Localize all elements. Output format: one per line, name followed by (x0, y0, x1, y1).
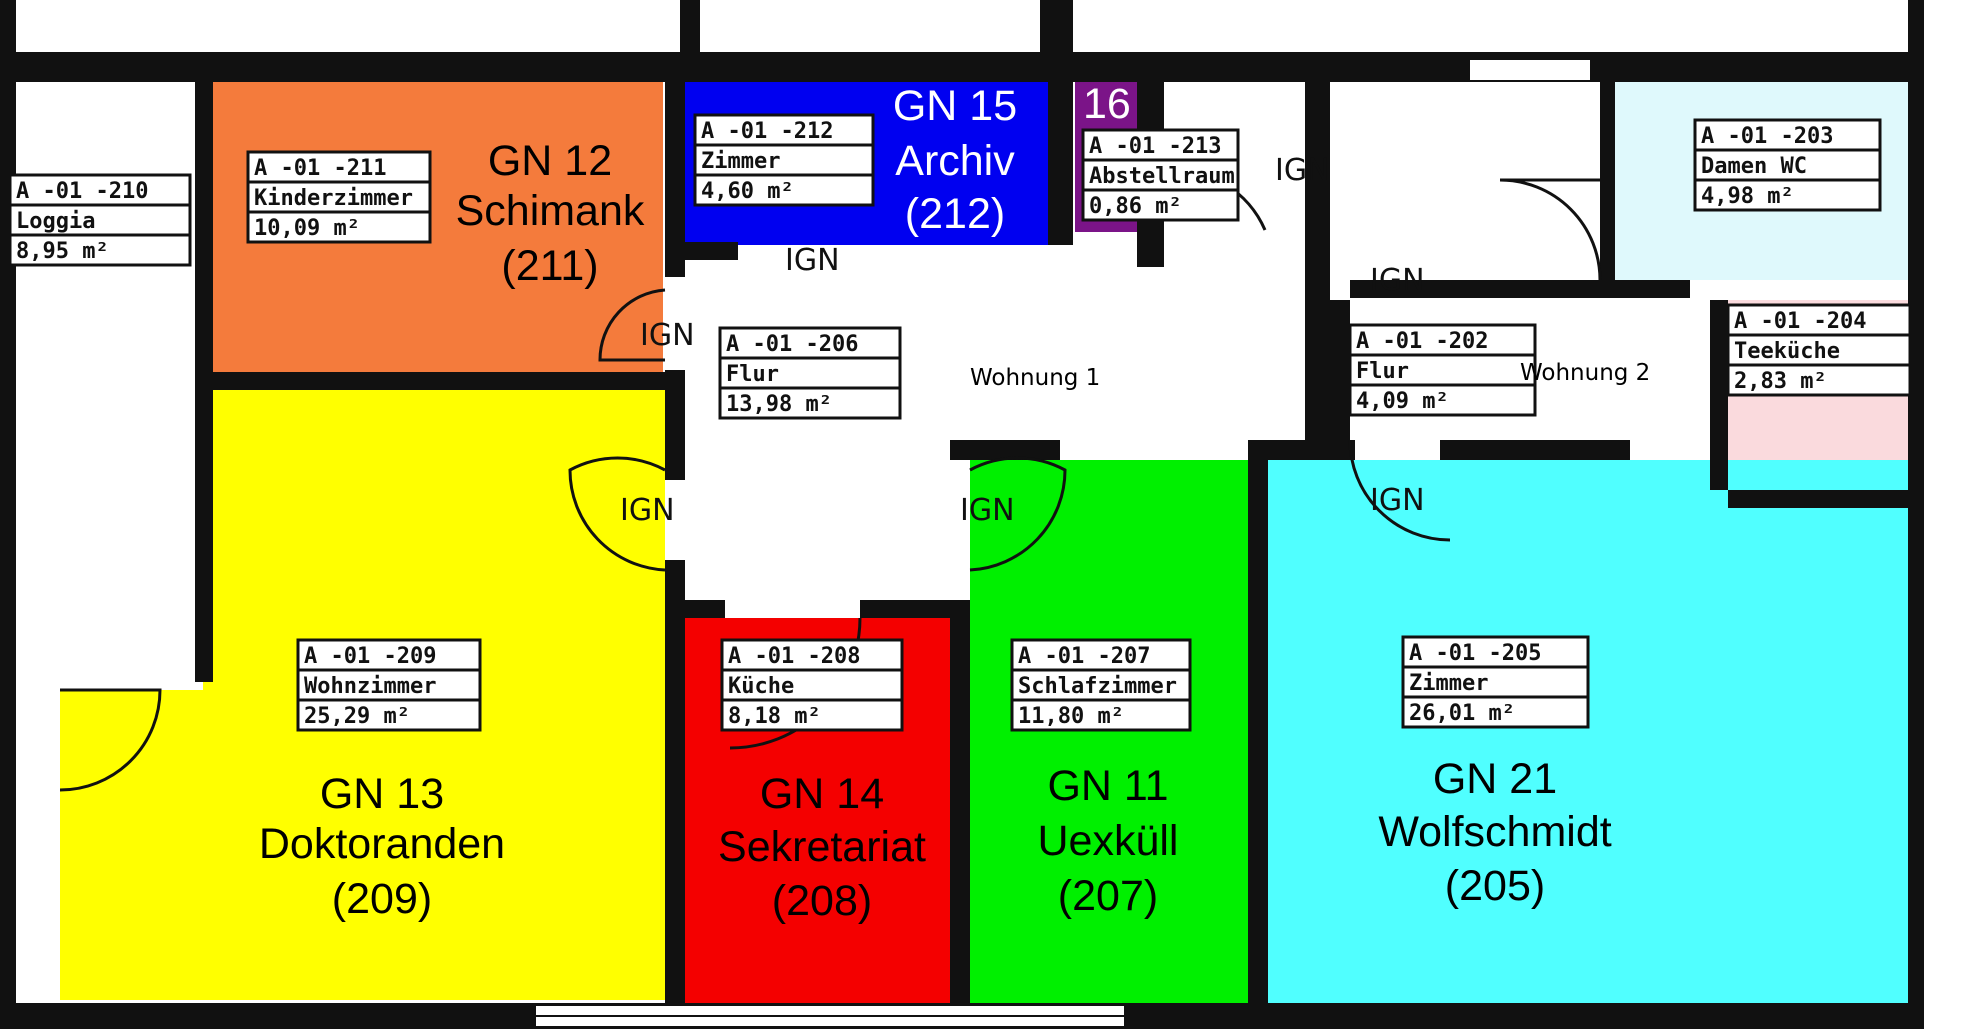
room-gn-207: GN 11 (1047, 762, 1168, 810)
apartment-label-1: Wohnung 1 (970, 365, 1100, 391)
room-number-205: (205) (1445, 862, 1545, 910)
room-tag-id: A -01 -204 (1734, 309, 1866, 334)
room-tag-id: A -01 -212 (701, 119, 833, 144)
room-tag-area: 8,18 m² (728, 704, 821, 729)
room-tag-name: Küche (728, 674, 794, 699)
room-name-205: Wolfschmidt (1378, 808, 1611, 856)
room-tag-box (1010, 638, 1192, 732)
room-tag-name: Zimmer (701, 149, 780, 174)
room-tag-id: A -01 -206 (726, 332, 858, 357)
apartment-label-2: Wohnung 2 (1520, 360, 1650, 386)
room-tag-box (1693, 118, 1882, 212)
room-number-207: (207) (1058, 872, 1158, 920)
room-tag-area: 4,60 m² (701, 179, 794, 204)
room-tag-id: A -01 -202 (1356, 329, 1488, 354)
room-tag-id: A -01 -211 (254, 156, 386, 181)
room-fill-205 (1267, 460, 1910, 1003)
room-tag-box (246, 150, 432, 244)
room-name-211: Schimank (456, 187, 645, 235)
room-tag-box (296, 638, 482, 732)
room-tag-area: 2,83 m² (1734, 369, 1827, 394)
room-tag-id: A -01 -210 (16, 179, 148, 204)
room-tag-name: Flur (726, 362, 779, 387)
room-tag-box (720, 638, 904, 732)
room-gn-209: GN 13 (320, 770, 444, 818)
room-tag-id: A -01 -203 (1701, 124, 1833, 149)
door-label: IGN (620, 493, 675, 528)
room-tag-name: Damen WC (1701, 154, 1807, 179)
room-tag-box (1081, 128, 1240, 222)
room-tag-area: 4,09 m² (1356, 389, 1449, 414)
room-tag-area: 25,29 m² (304, 704, 410, 729)
door-label: IGN (1370, 263, 1425, 298)
room-gn-205: GN 21 (1433, 755, 1557, 803)
room-tag-id: A -01 -209 (304, 644, 436, 669)
room-tag-area: 26,01 m² (1409, 701, 1515, 726)
room-tag-id: A -01 -213 (1089, 134, 1221, 159)
room-tag-area: 8,95 m² (16, 239, 109, 264)
room-name-208: Sekretariat (718, 823, 926, 871)
room-tag-name: Teeküche (1734, 339, 1840, 364)
door-labels: IGN IGN IGN IGN IGN IGN IGN (620, 153, 1425, 528)
room-tag-name: Loggia (16, 209, 95, 234)
room-tag-name: Schlafzimmer (1018, 674, 1177, 699)
room-name-207: Uexküll (1038, 817, 1179, 865)
door-label: IGN (960, 493, 1015, 528)
room-tag-box (693, 113, 875, 207)
room-labels: GN 12 Schimank (211) GN 15 Archiv (212) … (259, 82, 1612, 925)
room-tag-area: 4,98 m² (1701, 184, 1794, 209)
room-tag-area: 10,09 m² (254, 216, 360, 241)
room-tag-box (8, 173, 192, 267)
room-tag-name: Abstellraum (1089, 164, 1235, 189)
room-number-209: (209) (332, 875, 432, 923)
door-label: IGN (1275, 153, 1330, 188)
door-label: IGN (640, 318, 695, 353)
room-tag-box (718, 326, 902, 420)
room-name-212: Archiv (895, 137, 1015, 185)
room-gn-213: 16 (1083, 80, 1131, 128)
room-gn-212: GN 15 (893, 82, 1017, 130)
room-tag-box (1348, 323, 1537, 417)
room-tag-area: 0,86 m² (1089, 194, 1182, 219)
room-tag-id: A -01 -205 (1409, 641, 1541, 666)
room-tag-name: Kinderzimmer (254, 186, 413, 211)
room-number-211: (211) (501, 242, 598, 290)
room-tag-area: 13,98 m² (726, 392, 832, 417)
room-tag-box (1401, 635, 1590, 729)
room-number-208: (208) (772, 877, 872, 925)
room-tag-box (1726, 303, 1912, 397)
room-name-209: Doktoranden (259, 820, 505, 868)
windows (534, 1004, 1126, 1028)
room-number-212: (212) (905, 190, 1005, 238)
room-tag-name: Flur (1356, 359, 1409, 384)
room-tag-name: Wohnzimmer (304, 674, 436, 699)
room-tag-id: A -01 -208 (728, 644, 860, 669)
door-label: IGN (1370, 483, 1425, 518)
room-tag-name: Zimmer (1409, 671, 1488, 696)
room-gn-208: GN 14 (760, 770, 884, 818)
door-label: IGN (785, 243, 840, 278)
room-gn-211: GN 12 (488, 137, 612, 185)
room-tag-id: A -01 -207 (1018, 644, 1150, 669)
room-tag-area: 11,80 m² (1018, 704, 1124, 729)
